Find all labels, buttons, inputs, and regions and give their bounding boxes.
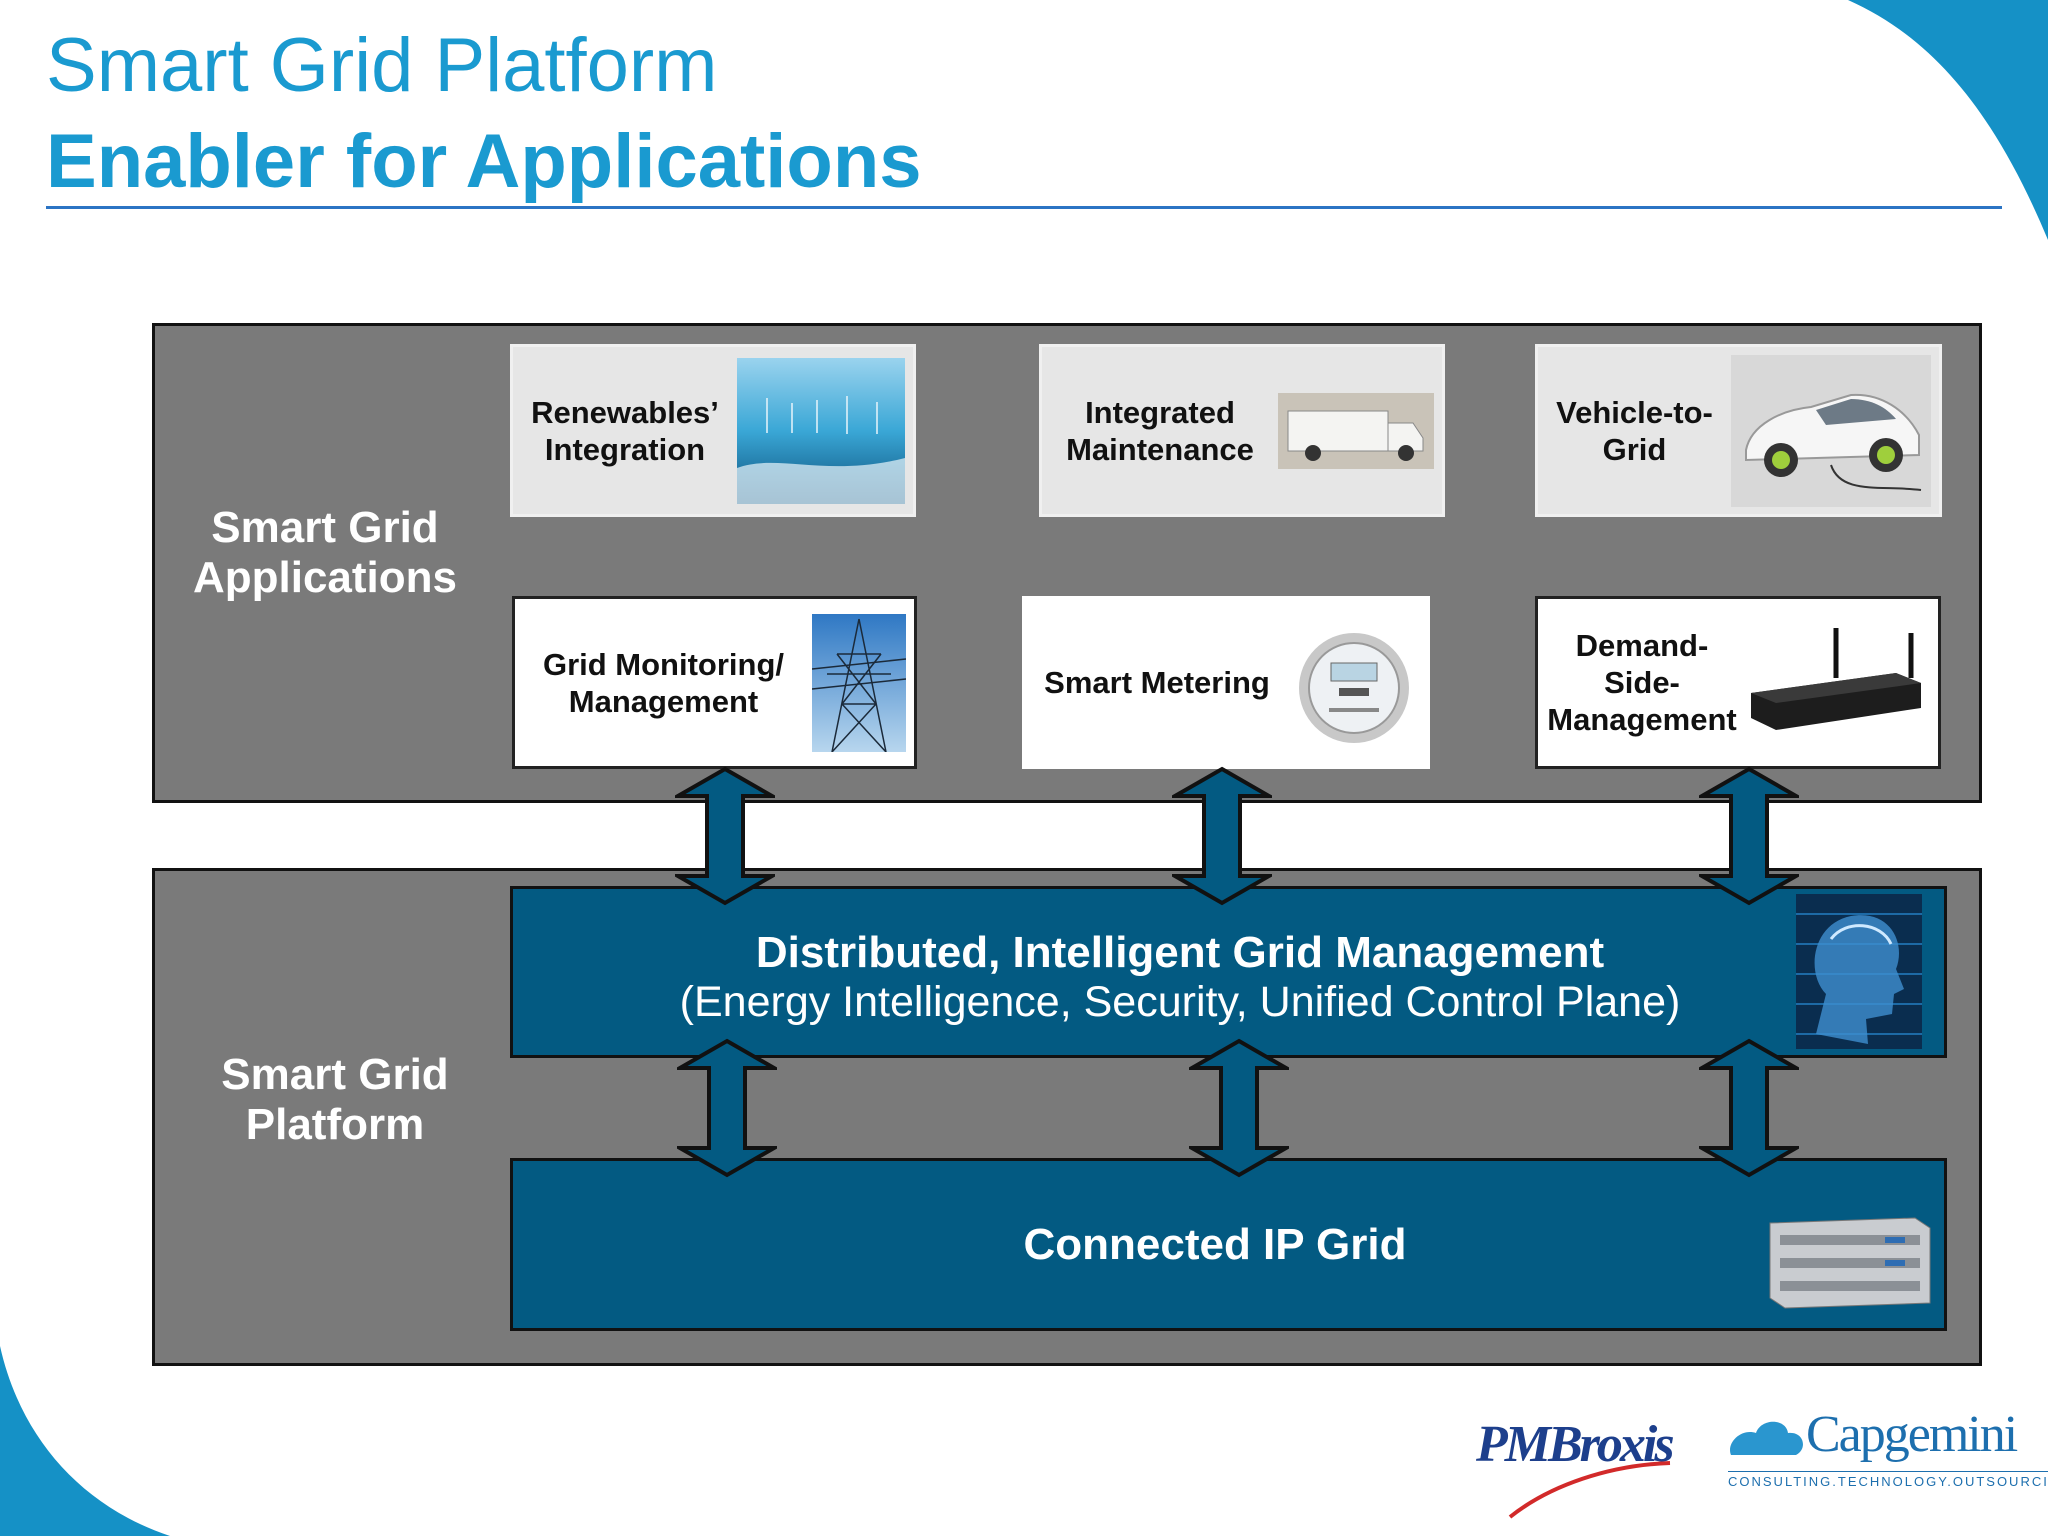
double-arrow-center-top <box>1172 766 1272 906</box>
double-arrow-right-bottom <box>1699 1038 1799 1178</box>
title-divider <box>46 206 2002 209</box>
card-label: Demand-Side-Management <box>1547 628 1737 737</box>
digital-brain-head-icon <box>1796 894 1922 1049</box>
connected-ip-grid-layer <box>510 1158 1947 1331</box>
card-label: Integrated Maintenance <box>1066 394 1254 467</box>
card-label: Renewables’ Integration <box>531 394 719 467</box>
card-vehicle-to-grid[interactable]: Vehicle-to-Grid <box>1535 344 1942 517</box>
management-layer-subtitle: (Energy Intelligence, Security, Unified … <box>679 978 1681 1026</box>
capgemini-spade-icon <box>1730 1421 1803 1455</box>
double-arrow-center-bottom <box>1189 1038 1289 1178</box>
double-arrow-left-bottom <box>677 1038 777 1178</box>
network-layer-title: Connected IP Grid <box>1023 1220 1407 1269</box>
wind-turbines-sea-icon <box>737 357 905 504</box>
card-renewables-integration[interactable]: Renewables’ Integration <box>510 344 916 517</box>
corner-swoosh-top-right <box>1848 0 2048 240</box>
card-label: Smart Metering <box>1044 665 1270 700</box>
card-smart-metering[interactable]: Smart Metering <box>1022 596 1430 769</box>
pmbroxis-swoosh-icon <box>1508 1461 1671 1519</box>
card-grid-monitoring[interactable]: Grid Monitoring/ Management <box>512 596 917 769</box>
capgemini-logo: Capgemini CONSULTING.TECHNOLOGY.OUTSOURC… <box>1726 1405 2048 1525</box>
slide-title: Smart Grid Platform <box>46 23 718 108</box>
platform-panel-label: Smart Grid Platform <box>221 1050 449 1149</box>
card-demand-side-management[interactable]: Demand-Side-Management <box>1535 596 1941 769</box>
pmbroxis-logo: PMBroxis <box>1470 1405 1700 1525</box>
slide-subtitle: Enabler for Applications <box>46 119 922 204</box>
corner-swoosh-bottom-left <box>0 1346 170 1536</box>
card-label: Vehicle-to-Grid <box>1556 394 1713 467</box>
power-pylon-icon <box>812 613 906 752</box>
router-icon <box>1751 627 1921 730</box>
electric-meter-icon <box>1299 632 1409 743</box>
management-layer-title: Distributed, Intelligent Grid Management <box>755 928 1605 977</box>
electric-car-icon <box>1731 354 1931 507</box>
applications-panel-label: Smart Grid Applications <box>192 503 458 602</box>
network-router-rack-icon <box>1769 1217 1931 1309</box>
service-truck-icon <box>1278 392 1434 469</box>
double-arrow-right-top <box>1699 766 1799 906</box>
card-integrated-maintenance[interactable]: Integrated Maintenance <box>1039 344 1445 517</box>
double-arrow-left-top <box>675 766 775 906</box>
card-label: Grid Monitoring/ Management <box>542 646 785 719</box>
